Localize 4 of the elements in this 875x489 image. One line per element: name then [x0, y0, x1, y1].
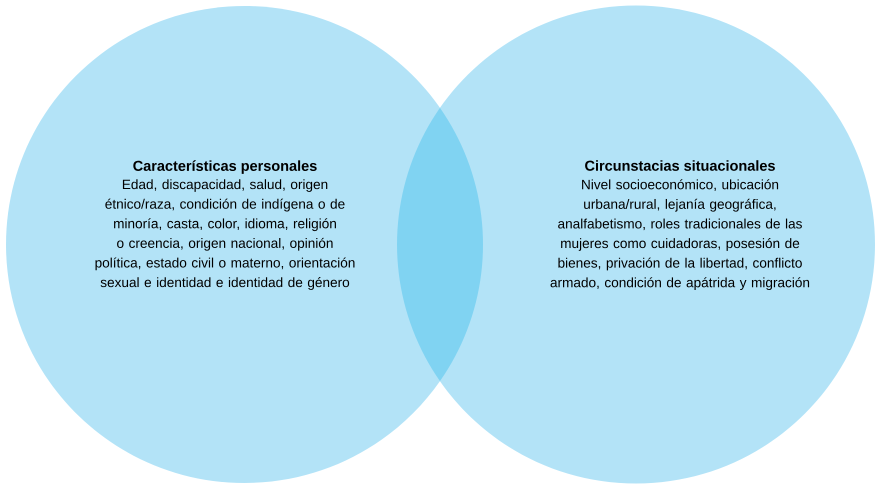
heading: Características personales [133, 160, 317, 174]
body-text: Nivel socioeconómico, ubicación urbana/rural, lejanía geográfica, analfabetismo, roles tradicionales de las mujeres como cuidadoras, posesión de bienes, privación de la libertad, conflicto armado, condición de apátrida y migración [550, 179, 810, 290]
heading: Circunstacias situacionales [585, 160, 775, 171]
body-text: Edad, discapacidad, salud, origen étnico/raza, condición de indígena o de minoría, casta, color, idioma, religión o creencia, origen nacional, opinión política, estado civil o materno, orientación sexual e identidad e identidad de género [96, 179, 354, 290]
